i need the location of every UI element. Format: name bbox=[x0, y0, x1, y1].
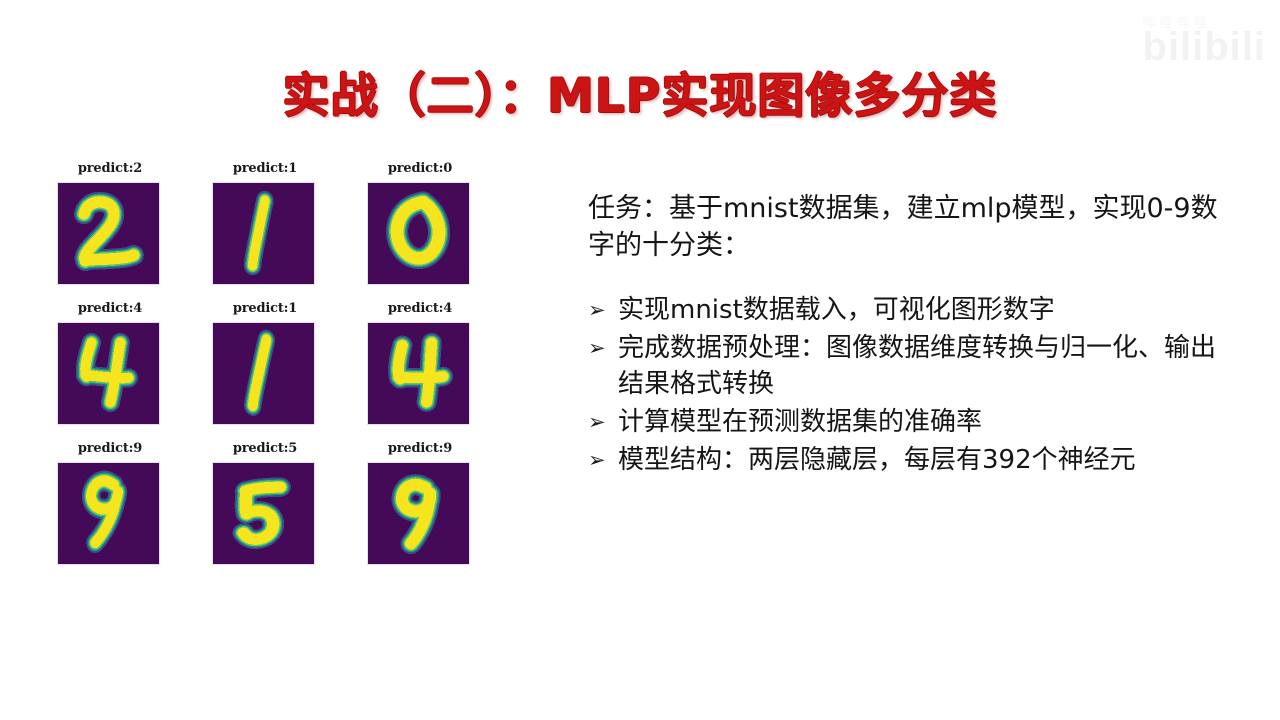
arrow-bullet-icon: ➢ bbox=[588, 336, 606, 360]
bilibili-watermark: 哔哩哔哩 bilibili bbox=[1142, 12, 1266, 70]
mnist-digit-image bbox=[213, 323, 314, 424]
prediction-label: predict:1 bbox=[232, 301, 298, 316]
arrow-bullet-icon: ➢ bbox=[588, 298, 606, 322]
mnist-prediction-cell: predict:4 bbox=[368, 302, 472, 442]
mnist-digit-image bbox=[368, 323, 469, 424]
prediction-label: predict:9 bbox=[387, 441, 453, 456]
mnist-prediction-cell: predict:9 bbox=[58, 442, 162, 582]
mnist-digit-image bbox=[368, 463, 469, 564]
arrow-bullet-icon: ➢ bbox=[588, 410, 606, 434]
objective-text: 完成数据预处理：图像数据维度转换与归一化、输出结果格式转换 bbox=[618, 333, 1217, 399]
watermark-subtitle: 哔哩哔哩 bbox=[1142, 15, 1211, 30]
prediction-label: predict:4 bbox=[387, 301, 453, 316]
mnist-prediction-cell: predict:2 bbox=[58, 162, 162, 302]
mnist-prediction-cell: predict:0 bbox=[368, 162, 472, 302]
objective-item: ➢ 完成数据预处理：图像数据维度转换与归一化、输出结果格式转换 bbox=[588, 330, 1238, 402]
objective-text: 模型结构：两层隐藏层，每层有392个神经元 bbox=[618, 445, 1136, 475]
mnist-prediction-cell: predict:5 bbox=[213, 442, 317, 582]
objective-text: 实现mnist数据载入，可视化图形数字 bbox=[618, 295, 1055, 325]
objective-text: 计算模型在预测数据集的准确率 bbox=[618, 407, 983, 437]
objectives-list: ➢ 实现mnist数据载入，可视化图形数字 ➢ 完成数据预处理：图像数据维度转换与归一… bbox=[588, 292, 1238, 478]
slide-body: 任务：基于mnist数据集，建立mlp模型，实现0-9数字的十分类： ➢ 实现mn… bbox=[588, 190, 1238, 480]
mnist-prediction-cell: predict:4 bbox=[58, 302, 162, 442]
mnist-digit-image bbox=[213, 183, 314, 284]
mnist-digit-image bbox=[368, 183, 469, 284]
slide-title: 实战（二）：MLP实现图像多分类 bbox=[282, 69, 998, 124]
watermark-logo-text: bilibili bbox=[1142, 25, 1266, 69]
task-description: 任务：基于mnist数据集，建立mlp模型，实现0-9数字的十分类： bbox=[588, 193, 1218, 261]
prediction-label: predict:4 bbox=[77, 301, 143, 316]
arrow-bullet-icon: ➢ bbox=[588, 448, 606, 472]
mnist-digit-image bbox=[58, 323, 159, 424]
mnist-digit-image bbox=[213, 463, 314, 564]
mnist-prediction-cell: predict:1 bbox=[213, 162, 317, 302]
mnist-digit-image bbox=[58, 463, 159, 564]
prediction-label: predict:0 bbox=[387, 161, 453, 176]
objective-item: ➢ 计算模型在预测数据集的准确率 bbox=[588, 404, 1238, 440]
prediction-label: predict:1 bbox=[232, 161, 298, 176]
mnist-prediction-cell: predict:9 bbox=[368, 442, 472, 582]
prediction-label: predict:2 bbox=[77, 161, 143, 176]
mnist-prediction-cell: predict:1 bbox=[213, 302, 317, 442]
objective-item: ➢ 模型结构：两层隐藏层，每层有392个神经元 bbox=[588, 442, 1238, 478]
prediction-label: predict:9 bbox=[77, 441, 143, 456]
objective-item: ➢ 实现mnist数据载入，可视化图形数字 bbox=[588, 292, 1238, 328]
mnist-digit-image bbox=[58, 183, 159, 284]
prediction-label: predict:5 bbox=[232, 441, 298, 456]
mnist-prediction-grid: predict:2 predict:1 predict:0 predict:4 pred… bbox=[58, 162, 478, 582]
